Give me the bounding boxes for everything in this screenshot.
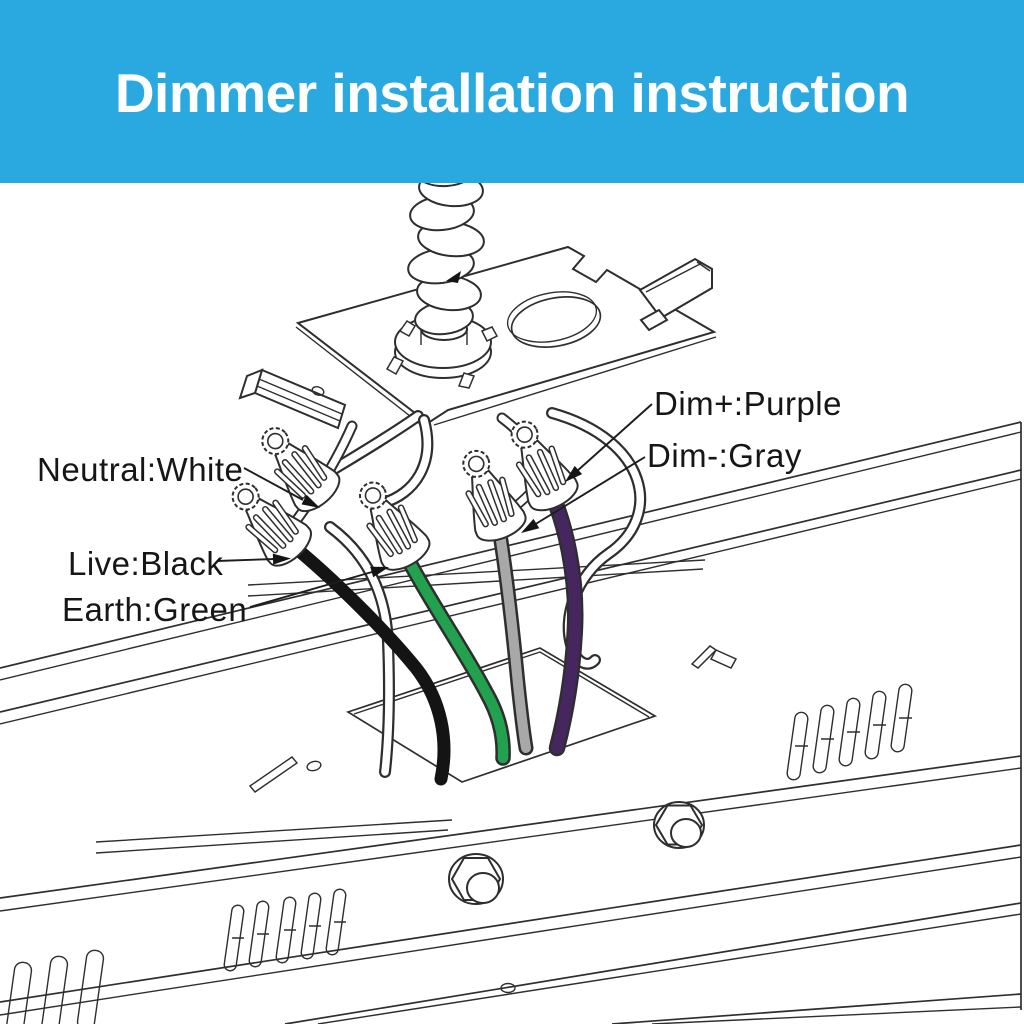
banner-title: Dimmer installation instruction — [115, 62, 909, 124]
conduit-crease-mark — [446, 271, 461, 283]
vent-slots-bottom-left — [4, 949, 105, 1024]
live-arrowhead — [272, 553, 291, 565]
callout-leaders — [216, 403, 653, 608]
dim-minus-leader-line — [533, 456, 646, 526]
keyhole-slot — [248, 756, 299, 793]
label-neutral-white: Neutral:White — [37, 451, 243, 488]
vent-slots-left — [223, 888, 347, 972]
light-fixture-body — [0, 421, 1022, 1024]
hex-bolt-right — [653, 801, 705, 849]
title-banner: Dimmer installation instruction — [0, 0, 1024, 183]
live-leader-line — [216, 558, 276, 562]
plate-knockout-hole — [510, 296, 602, 348]
screw-hole-lower — [500, 982, 516, 994]
banner-background — [0, 0, 1024, 183]
live-wire-black — [275, 530, 451, 786]
screw-hole — [306, 760, 322, 772]
hex-bolt-left — [448, 853, 504, 905]
left-mounting-bracket — [238, 368, 347, 430]
earth-wire-green — [392, 536, 511, 766]
mounting-plate — [295, 245, 717, 428]
right-plate-tab — [639, 308, 669, 332]
dim-minus-arrowhead — [521, 518, 540, 533]
earth-leader-line — [249, 571, 373, 608]
fixture-top-details — [248, 645, 738, 994]
dim-plus-leader-line — [575, 403, 653, 473]
label-earth-green: Earth:Green — [62, 591, 247, 628]
label-dim-plus-purple: Dim+:Purple — [654, 385, 842, 422]
dim-minus-wire-gray — [489, 508, 534, 756]
earth-arrowhead — [370, 566, 389, 578]
vent-slots-right — [786, 683, 913, 781]
neutral-arrowhead — [301, 494, 320, 508]
dim-plus-arrowhead — [565, 465, 583, 482]
dim-plus-wire-purple — [539, 477, 584, 757]
mounting-clip-arm — [709, 649, 738, 669]
neutral-leader-line — [243, 467, 304, 501]
label-dim-minus-gray: Dim-:Gray — [647, 437, 802, 474]
label-live-black: Live:Black — [68, 545, 223, 582]
bracket-hole — [311, 386, 325, 396]
